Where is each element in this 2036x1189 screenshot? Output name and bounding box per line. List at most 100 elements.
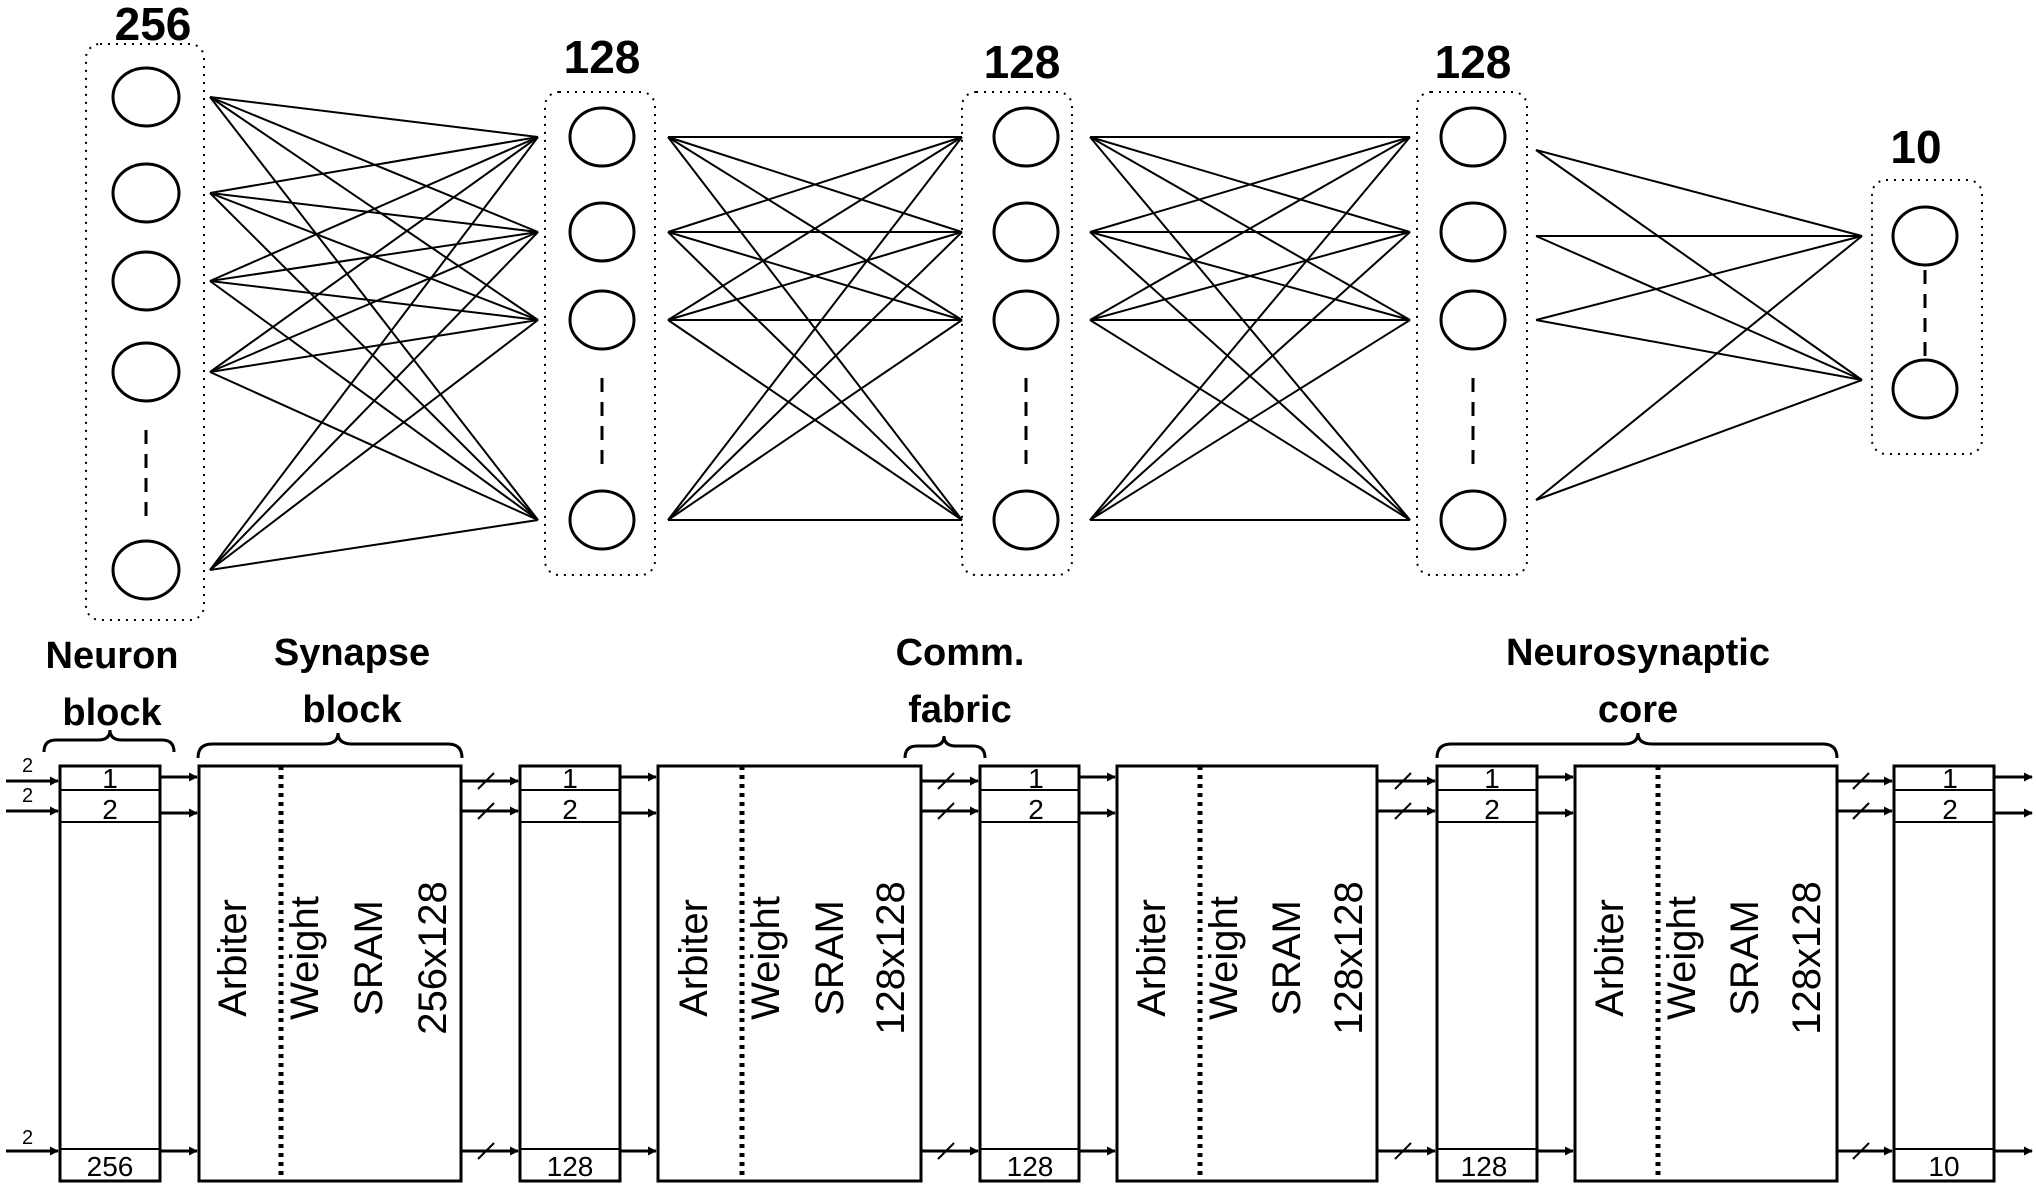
- synapse-line: [1089, 231, 1411, 521]
- synapse-line: [1535, 235, 1863, 321]
- neuron: [1439, 201, 1507, 263]
- weight-label: Weight: [1660, 896, 1704, 1020]
- layer-5-neurons: [1891, 205, 1959, 420]
- neuron-block-3: 1 2 128: [978, 763, 1081, 1183]
- neuron: [992, 489, 1060, 551]
- synapse-line: [667, 231, 963, 521]
- synapse-line: [1089, 136, 1411, 233]
- layer-4-count: 128: [1435, 36, 1512, 88]
- neuron-index-last: 128: [547, 1151, 594, 1182]
- layer-3-count: 128: [984, 36, 1061, 88]
- neurosynaptic-core-label-line1: Neurosynaptic: [1506, 632, 1770, 674]
- sram-size-label: 256x128: [411, 881, 455, 1034]
- neuron: [111, 250, 181, 312]
- neuron: [992, 289, 1060, 351]
- synapse-line: [1089, 136, 1411, 521]
- layer-5-count: 10: [1890, 121, 1941, 173]
- neuron-index-first: 1: [562, 763, 578, 794]
- neuron-block-frame: [58, 764, 162, 1183]
- synapse-line: [209, 231, 539, 571]
- synapse-line: [209, 319, 539, 571]
- synapse-line: [209, 136, 539, 373]
- neuron-index-first: 1: [1942, 763, 1958, 794]
- synapse-line: [209, 280, 539, 321]
- neuron-block-brace: [42, 729, 176, 753]
- neuron: [1891, 205, 1959, 267]
- neuron: [111, 162, 181, 224]
- comm-fabric-label-line1: Comm.: [896, 632, 1025, 674]
- synapse-line: [1089, 319, 1411, 521]
- neuron-index-second: 2: [1028, 794, 1044, 825]
- synapse-line: [1535, 149, 1863, 237]
- synapse-line: [1535, 319, 1863, 381]
- sram-size-label: 128x128: [1327, 881, 1371, 1034]
- weight-label: Weight: [283, 896, 327, 1020]
- synapse-line: [667, 136, 963, 321]
- synapse-block-3: Arbiter Weight SRAM 128x128: [1115, 764, 1379, 1183]
- neuron-index-last: 256: [87, 1151, 134, 1182]
- weight-label: Weight: [1202, 896, 1246, 1020]
- neuron: [1891, 358, 1959, 420]
- layer-group-outline: [1416, 91, 1528, 576]
- synapse-block-label-line1: Synapse: [274, 632, 430, 674]
- arbiter-label: Arbiter: [211, 899, 255, 1017]
- neuron: [568, 489, 636, 551]
- synapse-block-brace: [196, 732, 464, 759]
- neuron-block-5: 1 2 10: [1892, 763, 1996, 1183]
- arbiter-label: Arbiter: [1588, 899, 1632, 1017]
- layer-group-outline: [961, 91, 1073, 576]
- bus-slash: [477, 772, 495, 790]
- bus-slash: [1852, 802, 1870, 820]
- neuron: [568, 201, 636, 263]
- neurosynaptic-core-label-line2: core: [1598, 689, 1678, 731]
- synapse-block-4: Arbiter Weight SRAM 128x128: [1573, 764, 1839, 1183]
- layer-3-neurons: [992, 106, 1060, 551]
- bus-slash: [1394, 802, 1412, 820]
- layer-group-outline: [85, 43, 205, 621]
- synapse-line: [209, 519, 539, 571]
- sram-size-label: 128x128: [1785, 881, 1829, 1034]
- neuron: [568, 289, 636, 351]
- bus-slash: [1394, 1142, 1412, 1160]
- layer-2-count: 128: [564, 31, 641, 83]
- neuron-block-frame: [1892, 764, 1996, 1183]
- neuron: [111, 341, 181, 403]
- synapse-line: [209, 136, 539, 571]
- synapse-line: [1535, 235, 1863, 381]
- sram-size-label: 128x128: [869, 881, 913, 1034]
- layer-1-count: 256: [115, 0, 192, 50]
- layer-group-outline: [544, 91, 656, 576]
- hardware-pipeline: 1 2 256 Arbiter Weight SRAM 256x128 1 2 …: [6, 755, 2033, 1183]
- bus-width-label: 2: [22, 1127, 33, 1149]
- synapse-line: [209, 192, 539, 521]
- layer-2-neurons: [568, 106, 636, 551]
- synapse-block-frame: [1115, 764, 1379, 1183]
- neuron-block-2: 1 2 128: [518, 763, 622, 1183]
- neuron: [1439, 106, 1507, 168]
- bus-slash: [937, 772, 955, 790]
- neuron: [992, 106, 1060, 168]
- weight-label: Weight: [744, 896, 788, 1020]
- synapse-line: [209, 96, 539, 138]
- neuron-index-second: 2: [1484, 794, 1500, 825]
- bus-width-label: 2: [22, 755, 33, 777]
- synapse-line: [667, 319, 963, 521]
- synapse-block-frame: [1573, 764, 1839, 1183]
- comm-fabric-brace: [903, 735, 987, 759]
- bus-slash: [477, 1142, 495, 1160]
- layer-1-neurons: [111, 66, 181, 601]
- neuron: [111, 539, 181, 601]
- synapse-line: [1535, 149, 1863, 381]
- bus-slash: [477, 802, 495, 820]
- synapse-line: [1535, 379, 1863, 501]
- synapse-line: [667, 136, 963, 521]
- neuron-block-frame: [1435, 764, 1539, 1183]
- synapse-line: [1535, 235, 1863, 501]
- bus-slash: [937, 802, 955, 820]
- bus-width-label: 2: [22, 785, 33, 807]
- neuron-index-first: 1: [1028, 763, 1044, 794]
- neuron-index-second: 2: [562, 794, 578, 825]
- neuron-block-frame: [518, 764, 622, 1183]
- bus-slash: [1394, 772, 1412, 790]
